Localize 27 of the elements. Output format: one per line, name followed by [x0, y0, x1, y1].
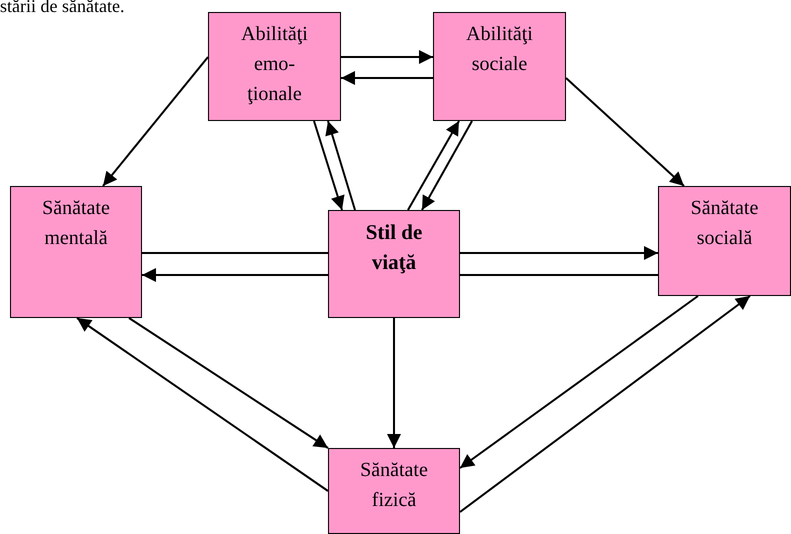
- arrow: [565, 77, 685, 187]
- arrow: [387, 318, 401, 448]
- arrow: [459, 295, 699, 469]
- arrow: [325, 120, 356, 210]
- node-label: Abilităţi sociale: [465, 22, 534, 77]
- process-box: [208, 12, 341, 121]
- arrow: [128, 317, 329, 449]
- arrow: [313, 120, 344, 210]
- node-label: Stil de viaţă: [364, 219, 424, 276]
- arrow: [460, 246, 658, 260]
- process-box: [328, 210, 460, 318]
- arrow: [341, 50, 433, 64]
- node-label: Sănătate fizică: [359, 458, 429, 513]
- process-box: [10, 186, 142, 318]
- arrow: [142, 268, 328, 282]
- arrow: [102, 56, 209, 187]
- arrow: [341, 71, 433, 85]
- process-box: [328, 448, 460, 534]
- arrow: [407, 120, 460, 210]
- node-label: Abilităţi emo-ţionale: [240, 22, 309, 107]
- process-box: [658, 186, 791, 296]
- process-box: [433, 12, 566, 121]
- arrow: [459, 295, 751, 513]
- arrow: [76, 317, 329, 492]
- arrow: [421, 120, 473, 210]
- node-label: Sănătate socială: [690, 196, 760, 251]
- node-label: Sănătate mentală: [41, 196, 111, 251]
